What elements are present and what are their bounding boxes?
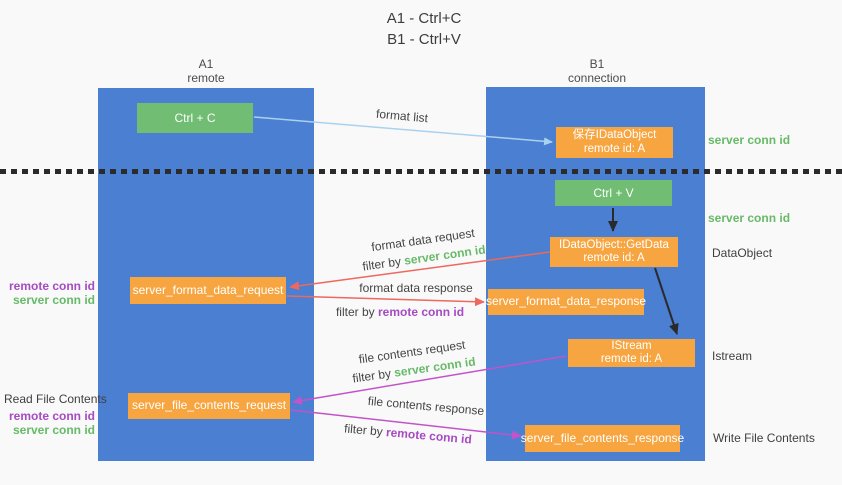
side-labels-left-pair-1: remote conn id server conn id [8, 279, 95, 307]
istream-line1: IStream [611, 339, 652, 352]
getdata-line2: remote id: A [583, 252, 645, 264]
server-format-data-request-box: server_format_data_request [130, 277, 286, 304]
side-label-server-conn-id-mid: server conn id [708, 211, 791, 225]
ctrl-v-box: Ctrl + V [555, 180, 672, 206]
left2-server-conn-id: server conn id [12, 423, 95, 437]
session-separator-dashed-line [0, 169, 842, 174]
side-label-read-file-contents: Read File Contents [4, 392, 107, 406]
server-file-contents-request-box: server_file_contents_request [128, 393, 290, 419]
ctrl-c-box: Ctrl + C [137, 103, 253, 133]
arrow-label-file-contents-response: file contents response [367, 393, 485, 419]
ctrl-c-label: Ctrl + C [174, 111, 216, 125]
arrow-label-format-data-response: format data response [359, 281, 473, 295]
server-format-data-request-label: server_format_data_request [132, 282, 284, 297]
save-idataobject-line2: remote id: A [583, 142, 646, 155]
getdata-line1: IDataObject::GetData [559, 238, 669, 251]
column-header-a1: A1 remote [187, 57, 224, 85]
filter-by-text-2: filter by [335, 305, 375, 319]
server-file-contents-response-box: server_file_contents_response [521, 425, 684, 452]
remote-conn-id-text-2: remote conn id [385, 425, 473, 447]
save-idataobject-line1: 保存IDataObject [572, 129, 657, 141]
server-file-contents-response-label: server_file_contents_response [520, 430, 685, 445]
column-a1-subtitle: remote [187, 71, 225, 85]
ctrl-v-label: Ctrl + V [593, 186, 634, 200]
side-label-write-file-contents: Write File Contents [713, 431, 815, 445]
filter-by-text-1: filter by [361, 254, 402, 274]
side-label-dataobject: DataObject [712, 246, 773, 260]
diagram-title: A1 - Ctrl+C B1 - Ctrl+V [387, 8, 462, 50]
left1-remote-conn-id: remote conn id [8, 279, 95, 293]
side-label-server-conn-id-top: server conn id [708, 133, 791, 147]
arrow-label-filter-remote-2: filter by remote conn id [344, 421, 473, 446]
arrow-format-data-response [286, 295, 485, 307]
column-a1-id: A1 [198, 57, 214, 71]
remote-conn-id-text-1: remote conn id [378, 305, 465, 319]
server-format-data-response-box: server_format_data_response [485, 289, 647, 315]
left2-remote-conn-id: remote conn id [8, 409, 95, 423]
istream-box: IStream remote id: A [568, 339, 695, 367]
left1-server-conn-id: server conn id [12, 293, 95, 307]
column-header-b1: B1 connection [568, 57, 626, 85]
side-labels-left-pair-2: remote conn id server conn id [8, 409, 95, 437]
title-line-1: A1 - Ctrl+C [386, 10, 462, 27]
arrow-label-filter-remote-1: filter by remote conn id [336, 305, 464, 319]
column-b1-subtitle: connection [567, 71, 627, 85]
filter-by-text-4: filter by [343, 421, 384, 439]
istream-line2: remote id: A [600, 353, 663, 365]
title-line-2: B1 - Ctrl+V [387, 31, 461, 48]
save-idataobject-box: 保存IDataObject remote id: A [556, 127, 673, 158]
server-format-data-response-label: server_format_data_response [485, 294, 647, 309]
side-label-istream: Istream [712, 349, 753, 363]
server-file-contents-request-label: server_file_contents_request [131, 398, 287, 413]
arrow-label-format-list: format list [375, 106, 429, 126]
filter-by-text-3: filter by [351, 366, 392, 386]
column-b1-id: B1 [589, 57, 605, 71]
getdata-box: IDataObject::GetData remote id: A [550, 237, 678, 267]
